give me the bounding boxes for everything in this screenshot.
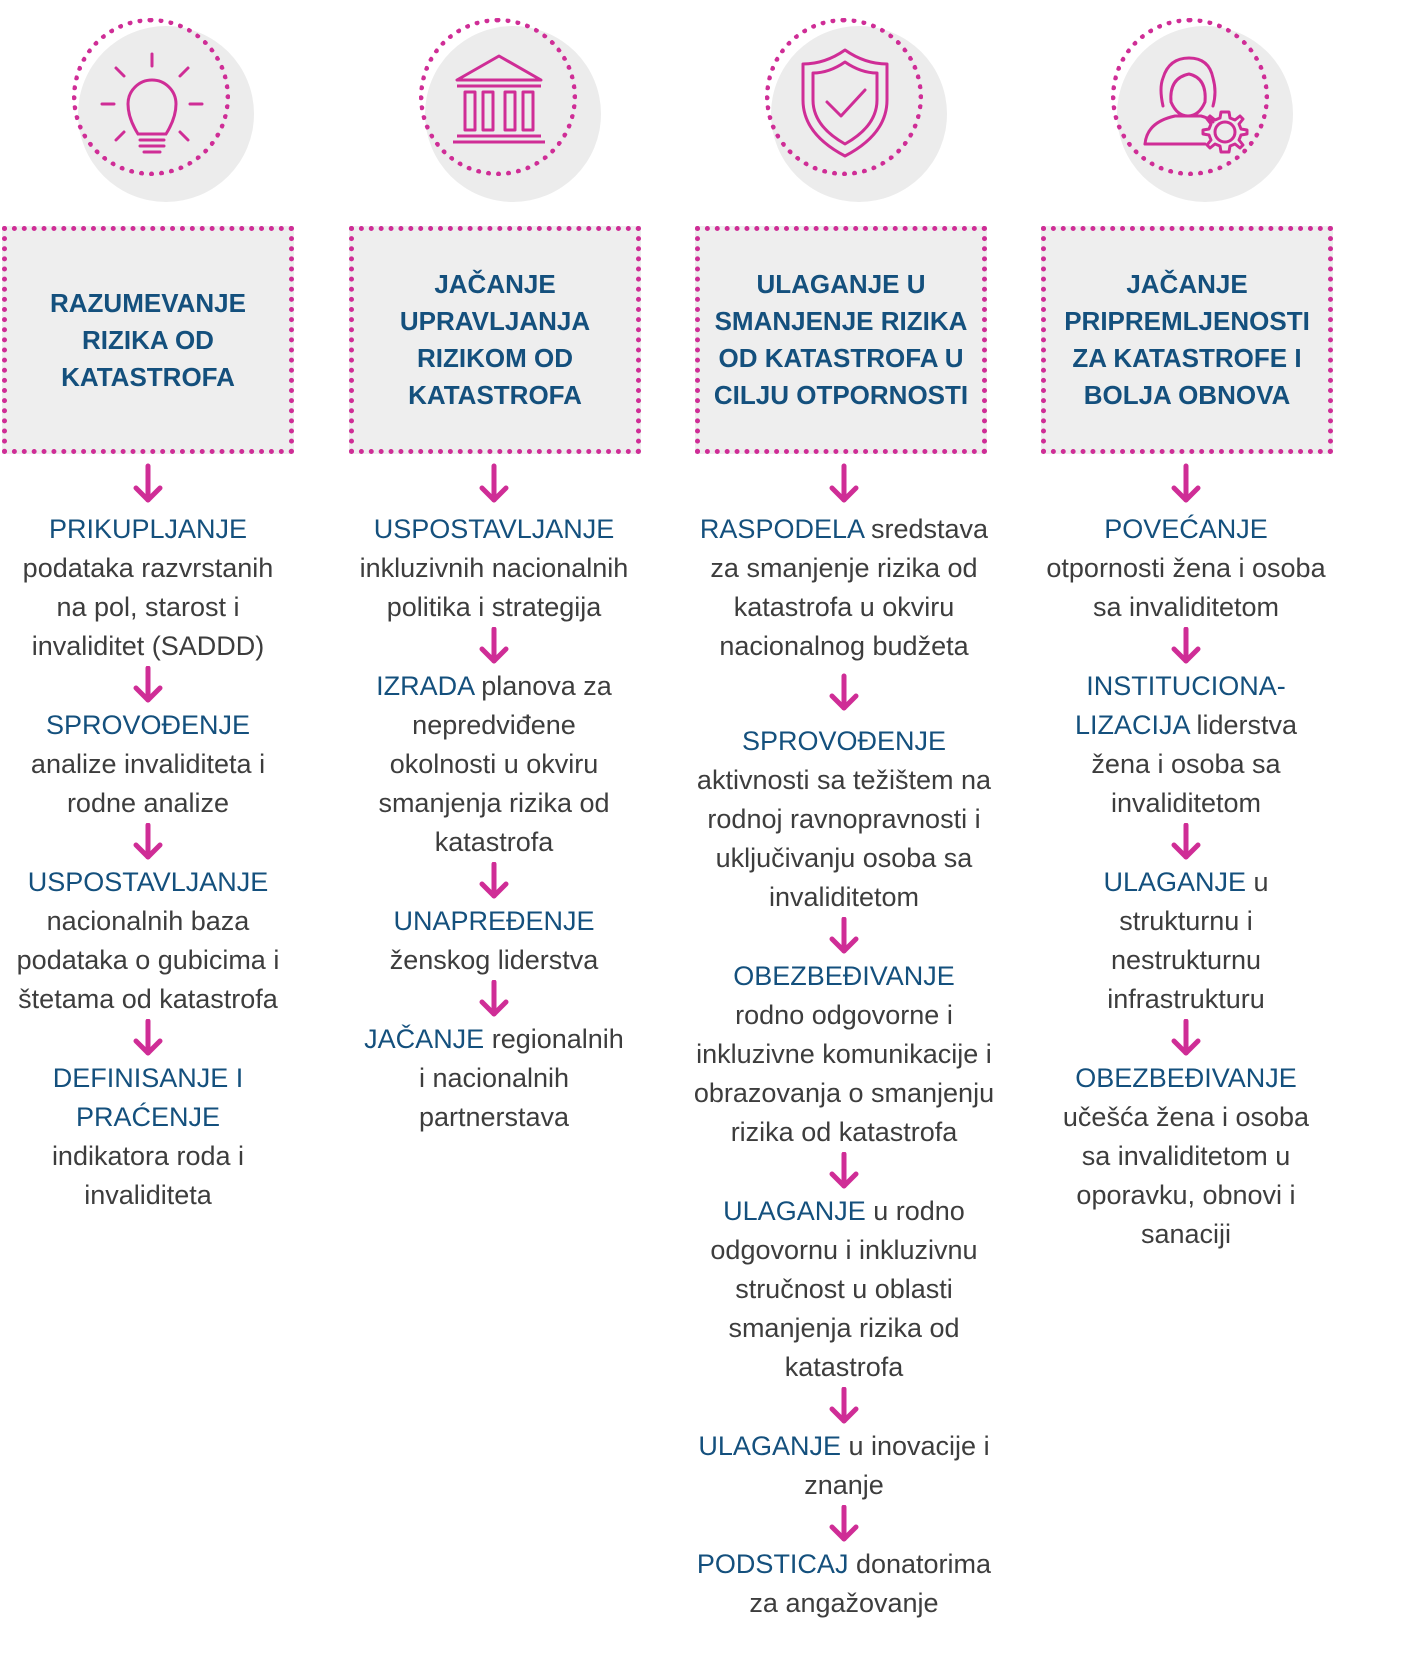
woman-gear-icon-badge: [1101, 12, 1293, 202]
shield-icon-badge: [755, 12, 947, 202]
arrow-down-icon: [829, 1505, 859, 1542]
lightbulb-icon-badge: [62, 12, 254, 202]
step-3-2: SPROVOĐENJE aktivnosti sa težištem na ro…: [696, 726, 992, 912]
pillar-box-1: RAZUMEVANJE RIZIKA OD KATASTROFA: [2, 226, 294, 454]
arrow-down-icon: [133, 666, 163, 703]
pillar-box-2: JAČANJE UPRAVLJANJA RIZIKOM OD KATASTROF…: [349, 226, 641, 454]
arrow-down-icon: [829, 1152, 859, 1189]
pillar-title-1: RAZUMEVANJE RIZIKA OD KATASTROFA: [50, 287, 246, 392]
institution-icon-badge: [409, 12, 601, 202]
arrow-down-icon: [479, 862, 509, 899]
shield-check-icon: [801, 48, 889, 158]
arrow-down-icon: [1171, 627, 1201, 664]
lightbulb-icon: [100, 52, 204, 154]
step-2-2: IZRADA planova za nepredviđene okolnosti…: [376, 671, 612, 857]
arrow-down-icon: [479, 463, 509, 503]
pillar-title-4: JAČANJE PRIPREMLJENOSTI ZA KATASTROFE I …: [1064, 269, 1310, 410]
step-4-2: INSTITUCIONA-LIZACIJA liderstva žena i o…: [1074, 671, 1298, 818]
arrow-down-icon: [1171, 463, 1201, 503]
arrow-down-icon: [133, 463, 163, 503]
step-4-3: ULAGANJE u strukturnu i nestrukturnu inf…: [1103, 867, 1269, 1014]
step-3-5: ULAGANJE u inovacije i znanje: [698, 1431, 990, 1500]
arrow-down-icon: [1171, 1019, 1201, 1056]
arrow-down-icon: [133, 1019, 163, 1056]
step-1-4: DEFINISANJE I PRAĆENJE indikatora roda i…: [51, 1063, 245, 1210]
arrow-down-icon: [1171, 823, 1201, 860]
arrow-down-icon: [479, 980, 509, 1017]
arrow-down-icon: [829, 463, 859, 503]
institution-building-icon: [453, 54, 545, 144]
pillar-title-2: JAČANJE UPRAVLJANJA RIZIKOM OD KATASTROF…: [399, 269, 591, 410]
arrow-down-icon: [829, 1387, 859, 1424]
step-3-6: PODSTICAJ donatorima za angažovanje: [696, 1549, 992, 1618]
steps-column-3: RASPODELA sredstava za smanjenje rizika …: [684, 460, 1004, 1623]
arrow-down-icon: [829, 917, 859, 954]
woman-gear-icon: [1143, 56, 1249, 154]
arrow-down-icon: [133, 823, 163, 860]
step-3-4: ULAGANJE u rodno odgovornu i inkluzivnu …: [710, 1196, 978, 1382]
arrow-down-icon: [479, 627, 509, 664]
pillar-box-4: JAČANJE PRIPREMLJENOSTI ZA KATASTROFE I …: [1041, 226, 1333, 454]
pillar-box-3: ULAGANJE U SMANJENJE RIZIKA OD KATASTROF…: [695, 226, 987, 454]
pillar-title-3: ULAGANJE U SMANJENJE RIZIKA OD KATASTROF…: [713, 269, 969, 410]
step-2-4: JAČANJE regionalnih i nacionalnih partne…: [364, 1024, 624, 1132]
arrow-down-icon: [829, 673, 859, 711]
step-3-1: RASPODELA sredstava za smanjenje rizika …: [699, 514, 989, 661]
